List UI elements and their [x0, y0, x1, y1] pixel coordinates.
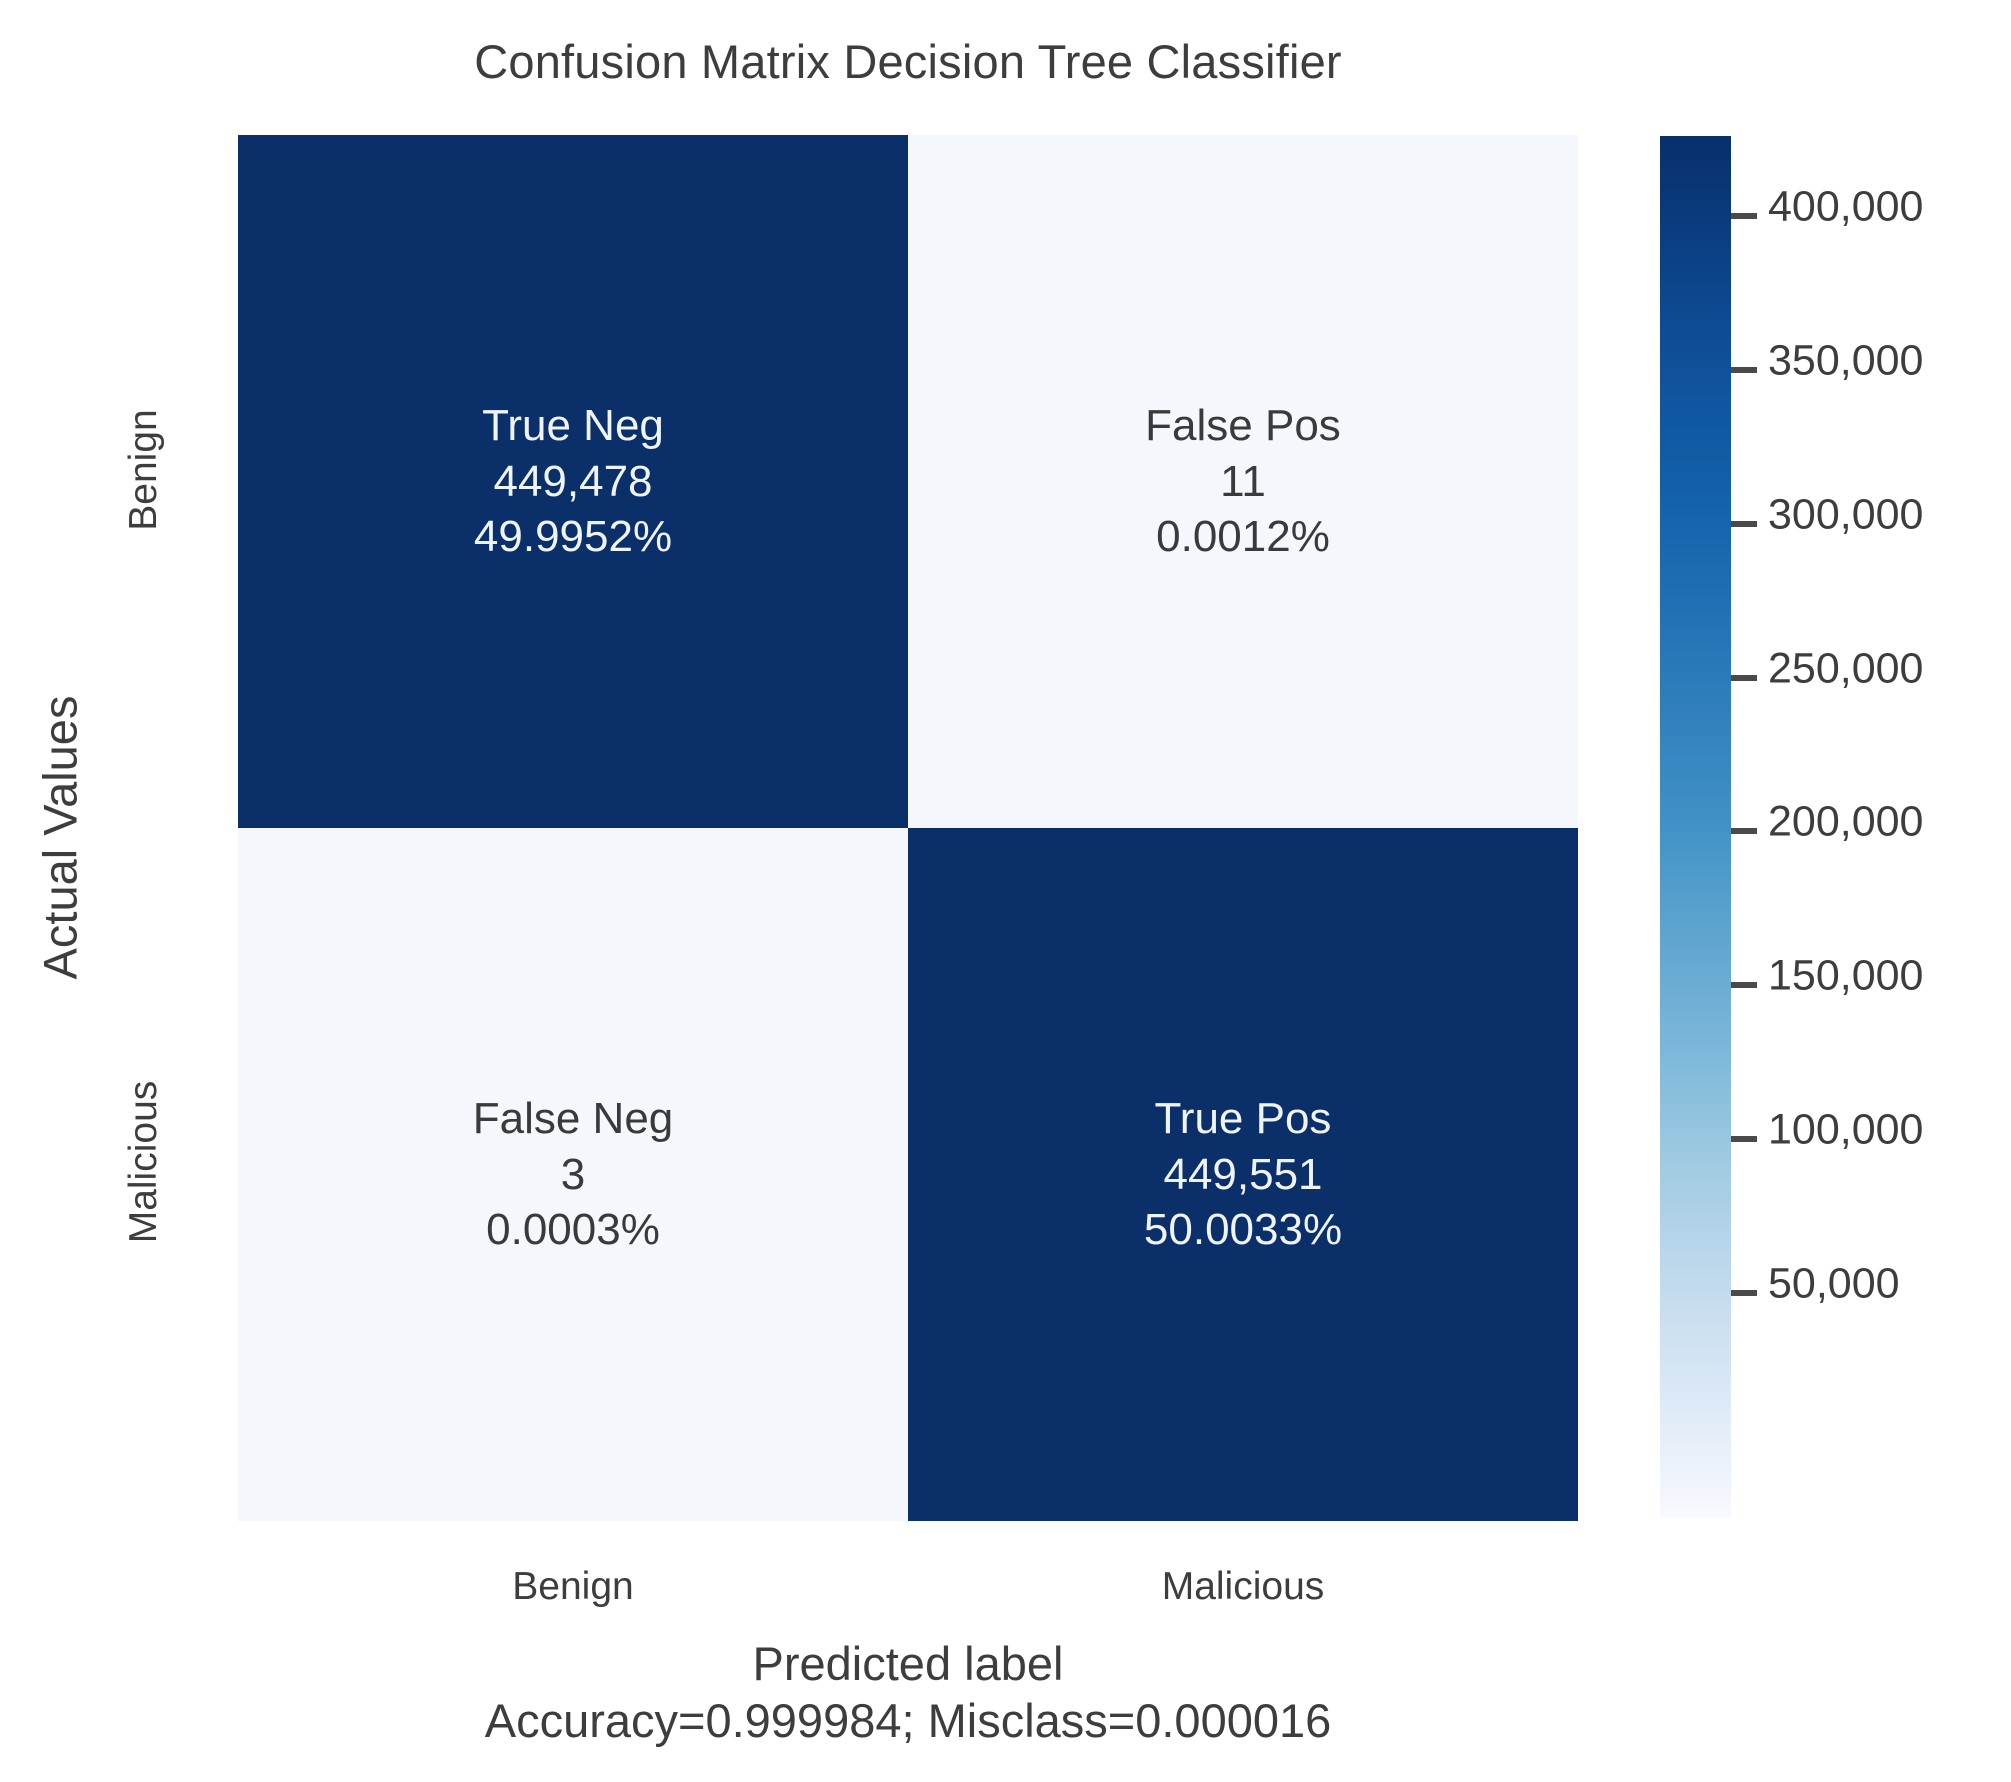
colorbar-gradient — [1660, 136, 1731, 1518]
colorbar-tick-mark — [1731, 675, 1757, 681]
colorbar-tick-mark — [1731, 367, 1757, 373]
x-tick-label-benign: Benign — [512, 1565, 634, 1608]
matrix-cell-false-neg: False Neg 3 0.0003% — [238, 828, 908, 1521]
cell-count: 449,551 — [1163, 1149, 1323, 1199]
matrix-cell-false-pos: False Pos 11 0.0012% — [908, 135, 1578, 828]
colorbar-tick-label: 250,000 — [1768, 644, 1924, 693]
cell-label: False Pos — [1145, 401, 1341, 451]
colorbar-tick-label: 350,000 — [1768, 336, 1924, 385]
colorbar-tick-mark — [1731, 1136, 1757, 1142]
colorbar-tick-mark — [1731, 828, 1757, 834]
colorbar-tick-label: 200,000 — [1768, 797, 1924, 846]
colorbar-tick-label: 300,000 — [1768, 490, 1924, 539]
confusion-matrix-grid: True Neg 449,478 49.9952% False Pos 11 0… — [238, 135, 1578, 1521]
cell-percent: 0.0003% — [486, 1205, 660, 1255]
cell-percent: 50.0033% — [1143, 1205, 1343, 1255]
colorbar-tick-label: 400,000 — [1768, 182, 1924, 231]
colorbar: 400,000 350,000 300,000 250,000 200,000 … — [1660, 136, 1923, 1518]
colorbar-tick-mark — [1731, 982, 1757, 988]
accuracy-misclass-label: Accuracy=0.999984; Misclass=0.000016 — [484, 1694, 1332, 1747]
cell-count: 11 — [1220, 456, 1266, 506]
y-axis-label: Actual Values — [33, 695, 87, 980]
matrix-cell-true-pos: True Pos 449,551 50.0033% — [908, 828, 1578, 1521]
colorbar-tick-label: 150,000 — [1768, 951, 1924, 1000]
y-tick-label-malicious: Malicious — [122, 1080, 165, 1244]
colorbar-tick-mark — [1731, 521, 1757, 527]
cell-label: True Neg — [482, 401, 664, 451]
x-tick-label-malicious: Malicious — [1161, 1565, 1325, 1608]
cell-count: 3 — [560, 1149, 586, 1199]
chart-title: Confusion Matrix Decision Tree Classifie… — [474, 35, 1342, 88]
cell-count: 449,478 — [493, 456, 653, 506]
colorbar-tick-label: 50,000 — [1768, 1259, 1900, 1308]
matrix-cell-true-neg: True Neg 449,478 49.9952% — [238, 135, 908, 828]
y-tick-label-benign: Benign — [122, 409, 165, 531]
colorbar-tick-mark — [1731, 213, 1757, 219]
x-axis-label: Predicted label — [752, 1637, 1064, 1690]
cell-label: False Neg — [472, 1094, 674, 1144]
colorbar-tick-label: 100,000 — [1768, 1105, 1924, 1154]
cell-percent: 49.9952% — [473, 512, 673, 562]
cell-label: True Pos — [1154, 1094, 1332, 1144]
cell-percent: 0.0012% — [1156, 512, 1330, 562]
colorbar-tick-mark — [1731, 1290, 1757, 1296]
